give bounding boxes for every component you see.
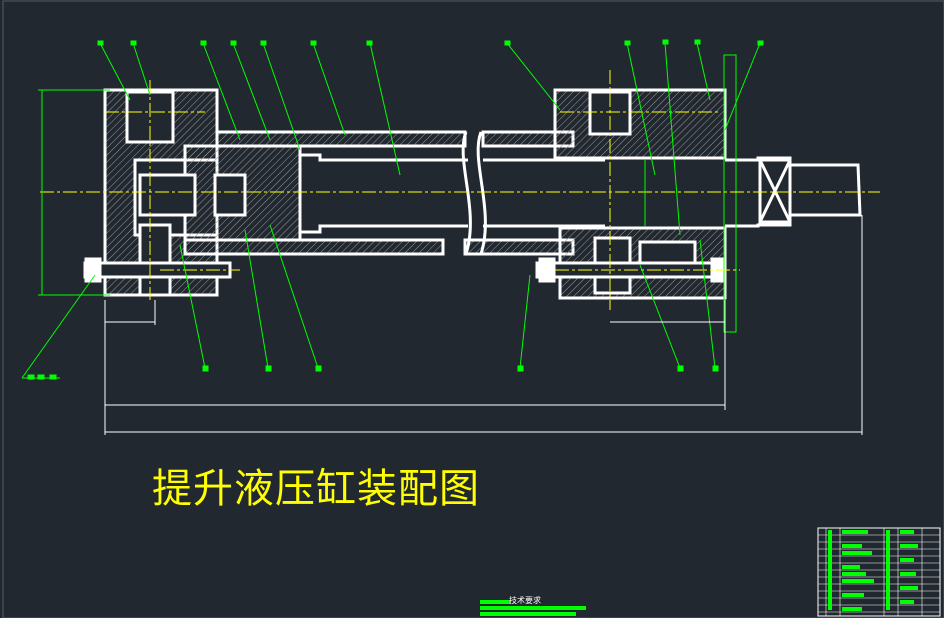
rod-end-hex — [758, 158, 792, 224]
right-flange — [723, 54, 737, 333]
nut-mid — [538, 257, 556, 283]
piston-rod — [300, 153, 605, 234]
nut-left — [84, 257, 102, 283]
dimension-lines — [104, 215, 863, 435]
tech-requirements-bars — [480, 600, 586, 616]
leader-lines — [21, 39, 764, 380]
piston-cavity — [138, 173, 197, 217]
left-bolt-slot — [138, 223, 172, 297]
drawing-title: 提升液压缸装配图 — [152, 466, 480, 512]
cylinder-barrel-bottom — [183, 238, 445, 256]
title-block — [817, 527, 941, 617]
right-gland — [553, 88, 727, 160]
break-line-b — [476, 131, 487, 255]
centerlines — [40, 70, 880, 310]
piston-nut — [213, 173, 247, 217]
cylinder-assembly — [83, 54, 862, 333]
tech-requirements-label: 技术要求 — [509, 596, 541, 605]
rod-end — [725, 156, 862, 228]
dimension-lines-green — [38, 89, 646, 296]
cylinder-barrel-top — [215, 130, 467, 148]
break-line-a — [461, 131, 472, 255]
